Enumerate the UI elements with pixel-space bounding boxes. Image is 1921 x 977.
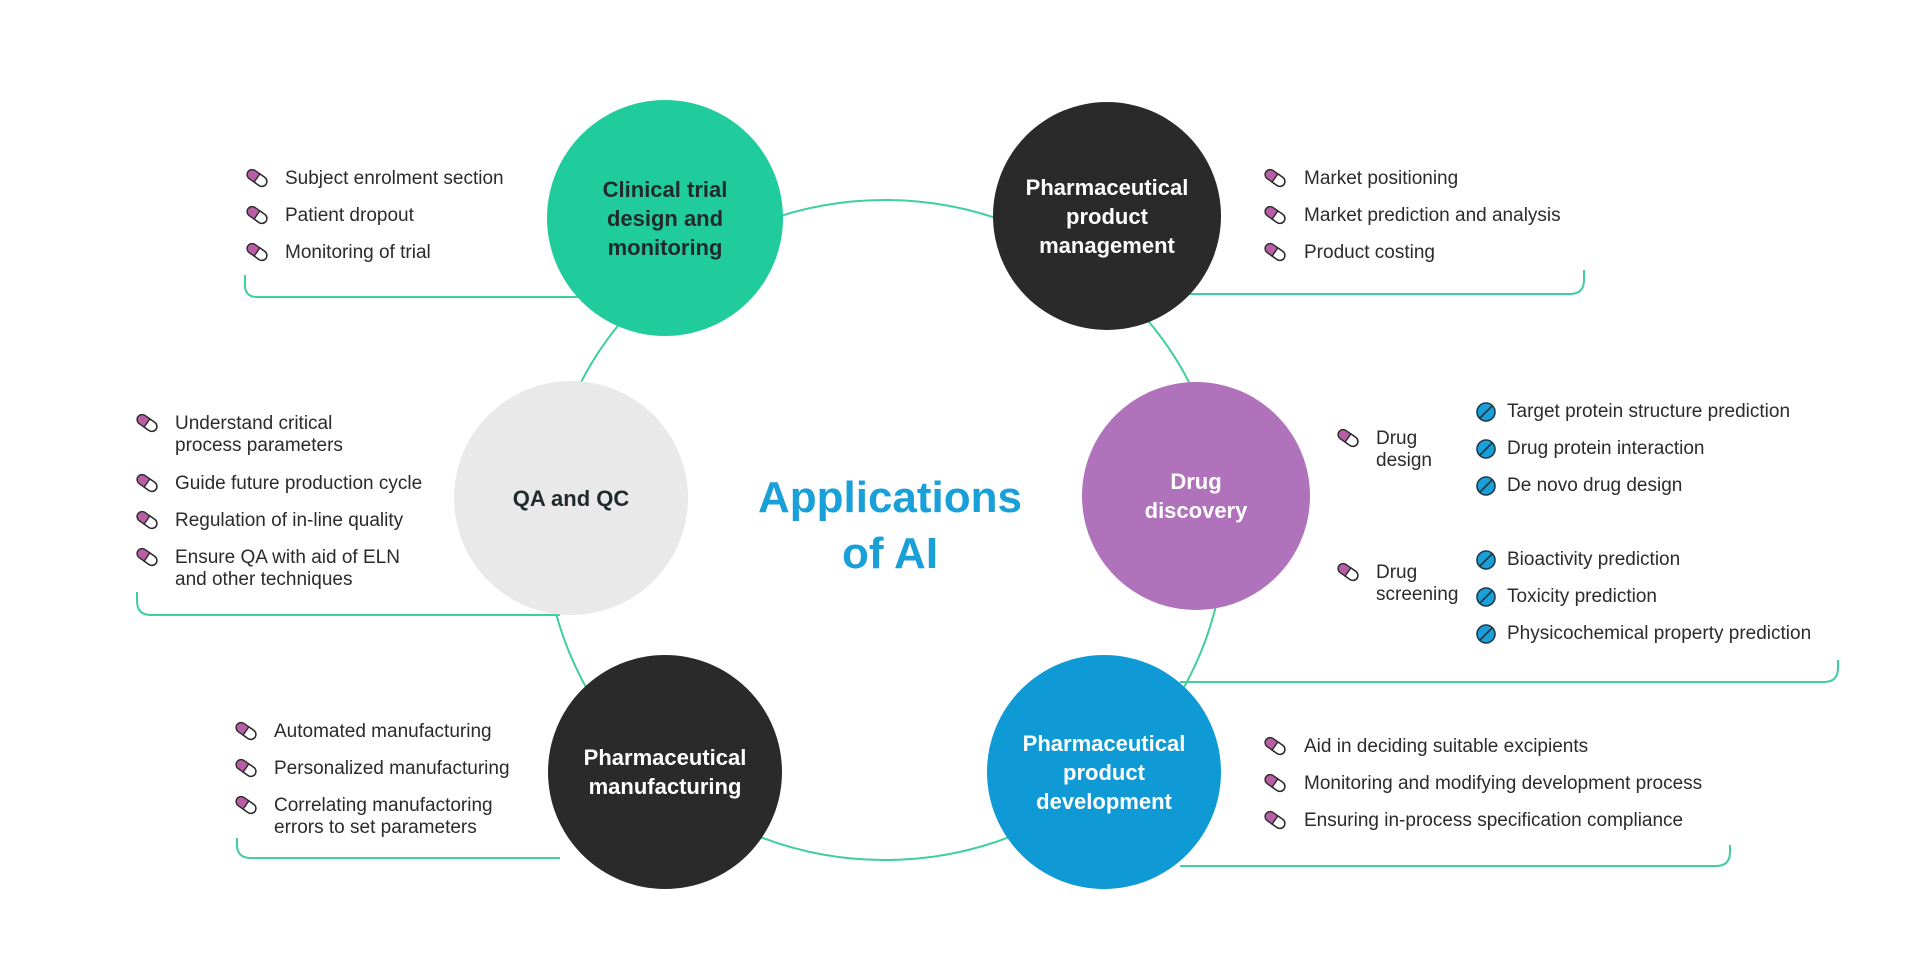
development-bracket bbox=[1180, 845, 1731, 867]
pill-icon bbox=[1262, 808, 1288, 832]
center-title: Applications of AI bbox=[650, 470, 1130, 582]
pill-icon bbox=[233, 719, 259, 743]
manufacturing-circle bbox=[548, 655, 782, 889]
drug-design-item: De novo drug design bbox=[1507, 475, 1683, 496]
manufacturing-bracket bbox=[236, 838, 560, 859]
pill-icon bbox=[244, 166, 270, 190]
clinical-circle bbox=[547, 100, 783, 336]
manufacturing-item: Automated manufacturing bbox=[274, 721, 492, 742]
pill-icon bbox=[1335, 560, 1361, 584]
pill-icon bbox=[1262, 771, 1288, 795]
ai-dot-icon bbox=[1476, 550, 1496, 570]
pill-icon bbox=[134, 411, 160, 435]
qa-title: QA and QC bbox=[512, 485, 630, 511]
drug-screening-item: Physicochemical property prediction bbox=[1507, 623, 1812, 644]
development-circle bbox=[987, 655, 1221, 889]
pill-icon bbox=[134, 508, 160, 532]
management-item: Product costing bbox=[1304, 242, 1435, 263]
pill-icon bbox=[233, 793, 259, 817]
pill-icon bbox=[134, 545, 160, 569]
ai-dot-icon bbox=[1476, 439, 1496, 459]
pill-icon bbox=[134, 471, 160, 495]
clinical-item: Subject enrolment section bbox=[285, 168, 504, 189]
pill-icon bbox=[233, 756, 259, 780]
management-circle bbox=[993, 102, 1221, 330]
pill-icon bbox=[1262, 734, 1288, 758]
management-item: Market positioning bbox=[1304, 168, 1459, 189]
discovery-circle bbox=[1082, 382, 1310, 610]
drug-screening-item: Toxicity prediction bbox=[1507, 586, 1657, 607]
development-item: Ensuring in-process specification compli… bbox=[1304, 810, 1684, 831]
ai-dot-icon bbox=[1476, 624, 1496, 644]
ai-dot-icon bbox=[1476, 587, 1496, 607]
ai-dot-icon bbox=[1476, 402, 1496, 422]
management-item: Market prediction and analysis bbox=[1304, 205, 1561, 226]
qa-bracket bbox=[136, 592, 560, 616]
center-title-line1: Applications bbox=[757, 473, 1023, 522]
pill-icon bbox=[1262, 240, 1288, 264]
pill-icon bbox=[1262, 203, 1288, 227]
pill-icon bbox=[244, 240, 270, 264]
development-item: Aid in deciding suitable excipients bbox=[1304, 736, 1589, 757]
pill-icon bbox=[1335, 426, 1361, 450]
drug-design-item: Drug protein interaction bbox=[1507, 438, 1705, 459]
development-item: Monitoring and modifying development pro… bbox=[1304, 773, 1703, 794]
manufacturing-item: Personalized manufacturing bbox=[274, 758, 510, 779]
qa-item: Regulation of in-line quality bbox=[175, 510, 404, 531]
qa-circle bbox=[454, 381, 688, 615]
qa-item: Guide future production cycle bbox=[175, 473, 423, 494]
drug-screening-item: Bioactivity prediction bbox=[1507, 549, 1681, 570]
clinical-item: Monitoring of trial bbox=[285, 242, 431, 263]
clinical-bracket bbox=[244, 275, 600, 298]
ai-dot-icon bbox=[1476, 476, 1496, 496]
center-title-line2: of AI bbox=[841, 529, 939, 578]
discovery-bracket bbox=[1180, 660, 1839, 683]
drug-design-item: Target protein structure prediction bbox=[1507, 401, 1791, 422]
clinical-item: Patient dropout bbox=[285, 205, 414, 226]
pill-icon bbox=[1262, 166, 1288, 190]
pill-icon bbox=[244, 203, 270, 227]
management-bracket bbox=[1180, 270, 1585, 295]
